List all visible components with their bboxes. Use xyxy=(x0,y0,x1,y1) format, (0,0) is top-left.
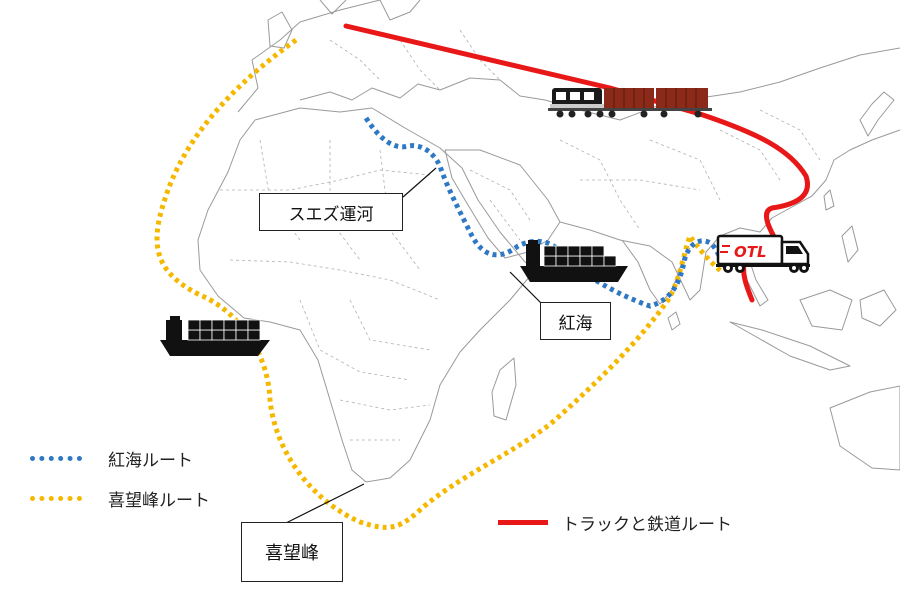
cape-of-good-hope-label: 喜望峰 xyxy=(241,522,343,582)
land-outlines xyxy=(197,0,900,483)
indonesia-outline xyxy=(729,289,897,371)
border-europe xyxy=(329,29,501,91)
red-sea-route xyxy=(363,116,729,309)
british-isles-outline xyxy=(267,11,293,49)
legend-swatch-red-solid xyxy=(498,520,548,525)
red-sea-label: 紅海 xyxy=(540,302,611,340)
container-ship-icon-red-sea xyxy=(520,240,628,282)
suez-pointer xyxy=(402,167,437,198)
legend-rail-route: トラックと鉄道ルート xyxy=(498,510,732,535)
legend-red-sea-route-label: 紅海ルート xyxy=(108,451,193,471)
otl-truck-icon: OTL xyxy=(716,234,810,273)
container-ship-icon-atlantic xyxy=(160,316,270,356)
border-southern-africa xyxy=(339,399,431,441)
border-asia xyxy=(559,109,821,231)
legend-swatch-blue-dotted xyxy=(30,456,82,461)
suez-canal-label: スエズ運河 xyxy=(259,193,403,231)
cape-route xyxy=(154,37,724,530)
africa-outline xyxy=(197,107,536,483)
scandinavia-outline xyxy=(319,0,421,21)
truck-logo-text: OTL xyxy=(734,243,767,261)
border-central-africa xyxy=(229,259,441,381)
arabia-outline xyxy=(444,149,561,259)
legend-cape-route: 喜望峰ルート xyxy=(30,486,210,511)
legend-cape-route-label: 喜望峰ルート xyxy=(108,491,210,511)
freight-train-icon xyxy=(548,88,712,118)
australia-outline xyxy=(829,385,900,471)
sri-lanka-outline xyxy=(667,311,681,331)
madagascar-outline xyxy=(491,357,517,421)
legend-swatch-yellow-dotted xyxy=(30,496,82,501)
legend-rail-route-label: トラックと鉄道ルート xyxy=(562,515,732,535)
border-middle-east xyxy=(469,169,531,241)
east-asia-islands xyxy=(823,91,895,263)
legend-red-sea-route: 紅海ルート xyxy=(30,446,193,471)
cape-pointer xyxy=(279,483,365,527)
europe-outline xyxy=(237,0,546,113)
